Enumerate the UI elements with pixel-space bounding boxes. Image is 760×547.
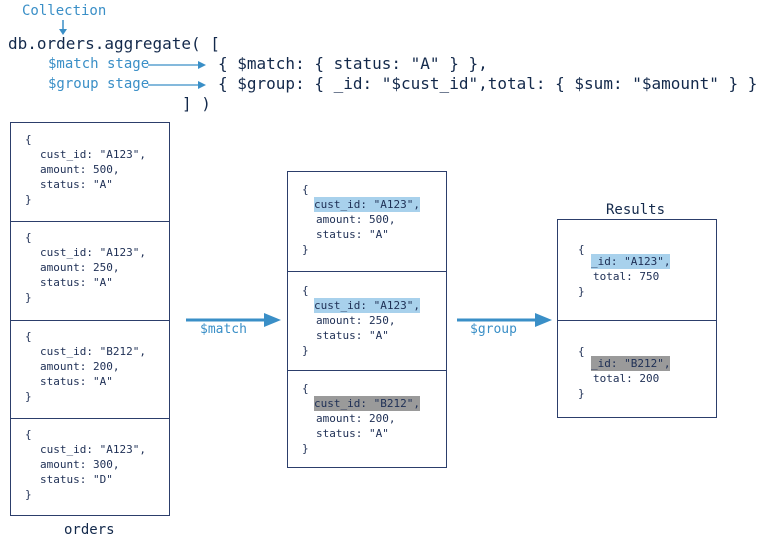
result-document: { _id: "B212", total: 200 }	[558, 320, 716, 419]
matched-document: { cust_id: "A123", amount: 500, status: …	[302, 183, 420, 256]
matched-document: { cust_id: "B212", amount: 200, status: …	[288, 370, 446, 469]
match-stage-code: { $match: { status: "A" } },	[218, 54, 488, 73]
order-document: { cust_id: "A123", amount: 300, status: …	[11, 418, 169, 517]
match-arrow-label: $match	[200, 322, 247, 337]
aggregate-close: ] )	[182, 94, 211, 113]
match-arrow-icon	[186, 313, 281, 327]
match-stage-arrow-icon	[148, 61, 206, 69]
results-caption: Results	[606, 202, 666, 218]
group-stage-arrow-icon	[148, 81, 206, 89]
result-document: { _id: "A123", total: 750 }	[578, 243, 671, 298]
group-arrow-icon	[457, 313, 552, 327]
order-document: { cust_id: "B212", amount: 200, status: …	[11, 320, 169, 418]
order-document: { cust_id: "A123", amount: 250, status: …	[11, 221, 169, 320]
group-arrow-label: $group	[470, 322, 517, 337]
results-collection: { _id: "A123", total: 750 } { _id: "B212…	[557, 219, 717, 418]
collection-label: Collection	[22, 3, 107, 19]
aggregate-call: db.orders.aggregate( [	[8, 34, 220, 53]
collection-arrow-icon	[59, 20, 67, 35]
orders-collection: { cust_id: "A123", amount: 500, status: …	[10, 122, 170, 516]
orders-caption: orders	[64, 522, 115, 538]
matched-documents: { cust_id: "A123", amount: 500, status: …	[287, 171, 447, 468]
group-stage-label: $group stage	[48, 76, 150, 92]
group-stage-code: { $group: { _id: "$cust_id",total: { $su…	[218, 74, 760, 93]
match-stage-label: $match stage	[48, 56, 150, 72]
matched-document: { cust_id: "A123", amount: 250, status: …	[288, 271, 446, 370]
order-document: { cust_id: "A123", amount: 500, status: …	[25, 133, 146, 206]
